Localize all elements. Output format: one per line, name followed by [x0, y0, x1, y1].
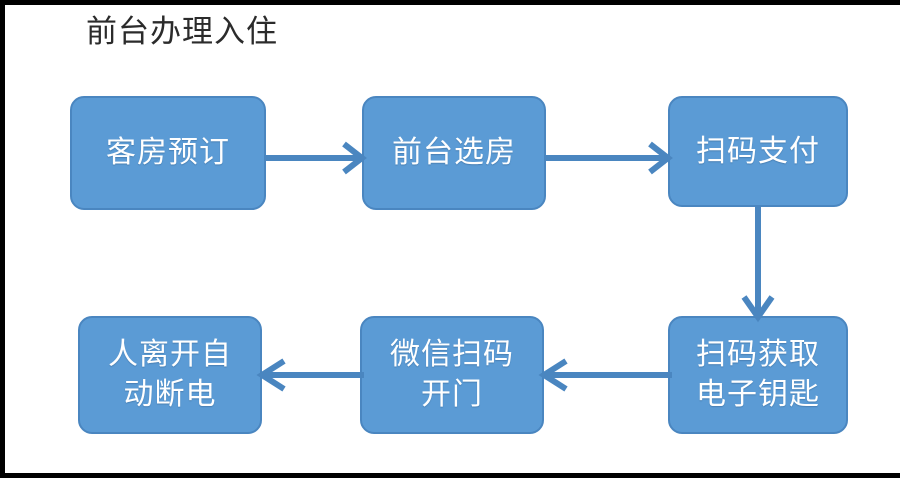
- node-label: 客房预订: [106, 135, 230, 170]
- node-label: 扫码支付: [696, 133, 820, 169]
- node-room-reservation[interactable]: 客房预订: [70, 96, 266, 210]
- node-front-desk-room-selection[interactable]: 前台选房: [362, 96, 546, 210]
- node-label: 扫码获取 电子钥匙: [696, 337, 820, 412]
- edge-scan-payment-to-electronic-key: [738, 205, 778, 323]
- edge-front-desk-to-scan-payment: [546, 138, 673, 178]
- node-scan-get-electronic-key[interactable]: 扫码获取 电子钥匙: [668, 316, 848, 434]
- node-scan-code-payment[interactable]: 扫码支付: [668, 96, 848, 207]
- edge-electronic-key-to-wechat-scan: [538, 355, 672, 395]
- page-title: 前台办理入住: [86, 14, 278, 50]
- node-wechat-scan-open-door[interactable]: 微信扫码 开门: [360, 316, 544, 434]
- node-person-leaves-power-off[interactable]: 人离开自 动断电: [78, 316, 262, 434]
- edge-room-reservation-to-front-desk: [266, 138, 367, 178]
- node-label: 微信扫码 开门: [390, 337, 514, 412]
- node-label: 前台选房: [392, 135, 516, 170]
- edge-wechat-scan-to-power-off: [256, 355, 364, 395]
- node-label: 人离开自 动断电: [108, 337, 232, 412]
